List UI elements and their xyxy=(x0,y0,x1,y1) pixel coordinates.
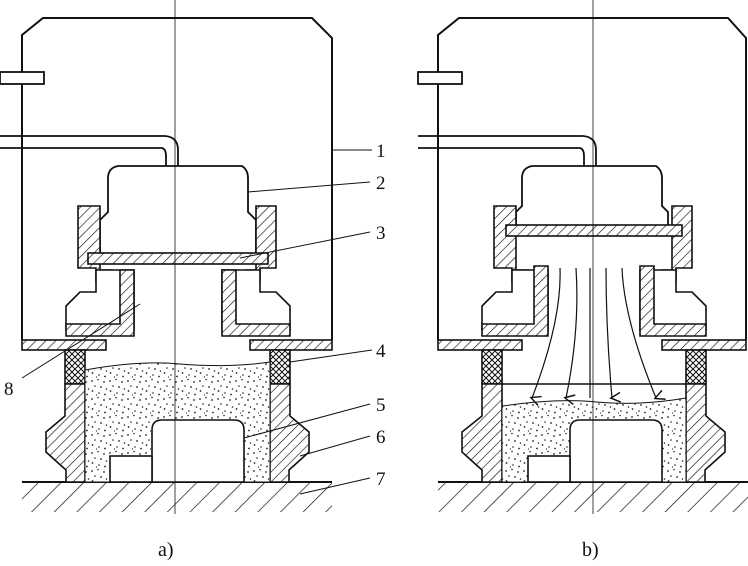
seal-left-a xyxy=(64,349,86,385)
piston-a xyxy=(99,165,257,258)
pressure-plate-b xyxy=(505,224,683,237)
housing-b xyxy=(437,17,747,340)
label-5: 5 xyxy=(376,395,386,416)
label-8: 8 xyxy=(4,379,14,400)
flask-right-a xyxy=(269,383,310,483)
caption-b: b) xyxy=(582,539,599,561)
nozzle-left-hatch-a xyxy=(65,269,135,337)
pattern-a xyxy=(151,419,245,483)
ground-base-a xyxy=(22,482,332,512)
housing-a xyxy=(21,17,333,340)
label-1: 1 xyxy=(376,141,386,162)
label-3: 3 xyxy=(376,223,386,244)
label-4: 4 xyxy=(376,341,386,362)
label-7: 7 xyxy=(376,469,386,490)
piston-b xyxy=(515,165,669,233)
pattern-b xyxy=(569,419,663,483)
label-2: 2 xyxy=(376,173,386,194)
base-plate-right-a xyxy=(249,339,333,351)
pattern-small-a xyxy=(109,455,153,483)
side-tab-b xyxy=(417,71,463,85)
flask-left-b xyxy=(461,383,503,483)
flask-left-a xyxy=(45,383,86,483)
nozzle-right-hatch-a xyxy=(221,269,291,337)
base-plate-right-b xyxy=(661,339,747,351)
seal-right-a xyxy=(269,349,291,385)
nozzle-right-hatch-b xyxy=(639,265,707,337)
feed-pipe-b xyxy=(418,135,597,168)
pattern-small-b xyxy=(527,455,571,483)
flask-right-b xyxy=(685,383,726,483)
panel-a: 1 2 3 4 5 6 7 8 a) xyxy=(0,0,386,561)
caption-a: a) xyxy=(158,539,174,561)
seal-right-b xyxy=(685,349,707,385)
panel-b: b) xyxy=(417,0,748,561)
airflow-arrows xyxy=(532,267,656,398)
side-tab-a xyxy=(0,71,45,85)
seal-left-b xyxy=(481,349,503,385)
pressure-plate-a xyxy=(87,252,269,265)
nozzle-left-hatch-b xyxy=(481,265,549,337)
label-6: 6 xyxy=(376,427,386,448)
base-plate-left-b xyxy=(437,339,523,351)
base-plate-left-a xyxy=(21,339,107,351)
feed-pipe-a xyxy=(0,135,179,168)
